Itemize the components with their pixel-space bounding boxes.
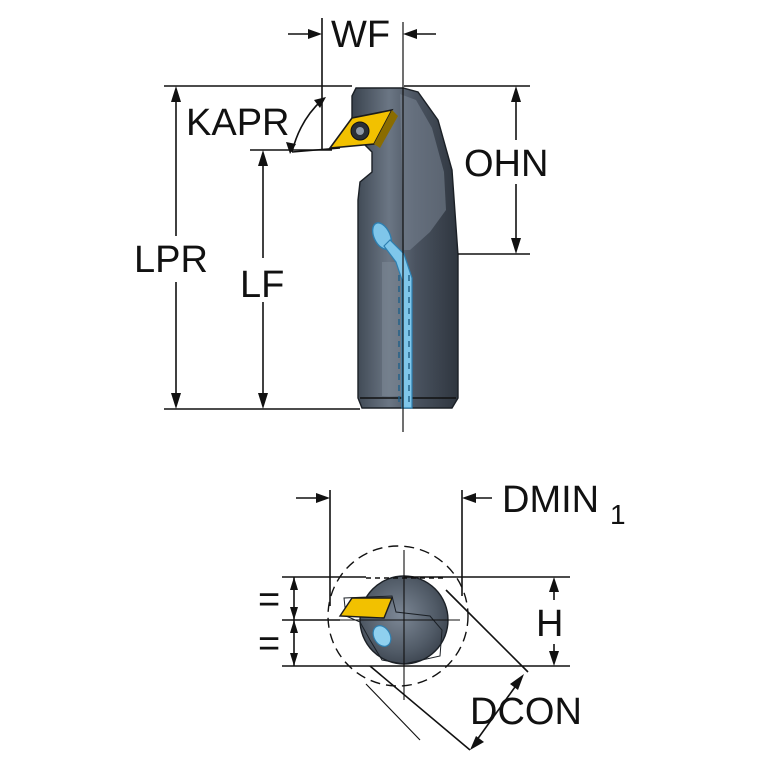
dmin-arrowhead-left bbox=[316, 493, 330, 503]
dmin-label: DMIN bbox=[502, 479, 599, 521]
end-insert bbox=[338, 597, 394, 619]
ohn-arrowhead-bottom bbox=[511, 238, 521, 254]
kapr-arrowhead-low bbox=[286, 142, 296, 154]
dcon-ext-1 bbox=[445, 589, 529, 673]
end-coolant bbox=[372, 625, 392, 647]
coolant-channel bbox=[383, 239, 413, 409]
insert-pocket-shadow bbox=[374, 110, 398, 148]
insert-screw-hole bbox=[356, 127, 364, 135]
lf-arrowhead-top bbox=[258, 150, 268, 166]
h-label: H bbox=[536, 603, 563, 645]
kapr-arrowhead bbox=[314, 97, 326, 108]
dmin-subscript: 1 bbox=[610, 499, 626, 530]
h-arrowhead-top bbox=[549, 577, 559, 592]
bore-circle bbox=[327, 545, 469, 687]
head-highlight bbox=[400, 94, 446, 250]
wf-label: WF bbox=[331, 14, 390, 56]
lpr-label: LPR bbox=[134, 239, 208, 281]
side-view: WF KAPR LPR LF OHN bbox=[134, 14, 548, 432]
eq-arrowhead-1 bbox=[290, 577, 298, 590]
dcon-arrowhead-1 bbox=[510, 674, 524, 690]
lpr-arrowhead-bottom bbox=[171, 393, 181, 409]
shank-flat bbox=[382, 262, 404, 396]
kapr-label: KAPR bbox=[186, 102, 289, 144]
end-view: DMIN 1 H = = DCON bbox=[258, 479, 626, 751]
ohn-arrowhead-top bbox=[511, 86, 521, 102]
wf-arrowhead-right bbox=[403, 29, 417, 39]
lf-arrowhead-bottom bbox=[258, 393, 268, 409]
dcon-arrowhead-2 bbox=[470, 736, 484, 750]
wf-arrowhead-left bbox=[308, 29, 322, 39]
kapr-arc bbox=[291, 99, 323, 153]
dcon-dim-line bbox=[473, 679, 521, 745]
eq-arrowhead-4 bbox=[290, 653, 298, 666]
dcon-diagonal bbox=[365, 683, 421, 741]
h-arrowhead-bottom bbox=[549, 651, 559, 666]
ohn-label: OHN bbox=[464, 143, 548, 185]
eq-top-label: = bbox=[258, 579, 280, 621]
dmin-arrowhead-right bbox=[462, 493, 476, 503]
eq-bottom-label: = bbox=[258, 623, 280, 665]
lf-label: LF bbox=[240, 264, 284, 306]
lpr-arrowhead-top bbox=[171, 86, 181, 102]
eq-arrowhead-3 bbox=[290, 620, 298, 633]
dcon-ext-2 bbox=[369, 665, 471, 751]
eq-arrowhead-2 bbox=[290, 607, 298, 620]
dcon-label: DCON bbox=[470, 691, 582, 733]
head-outline bbox=[343, 595, 443, 665]
